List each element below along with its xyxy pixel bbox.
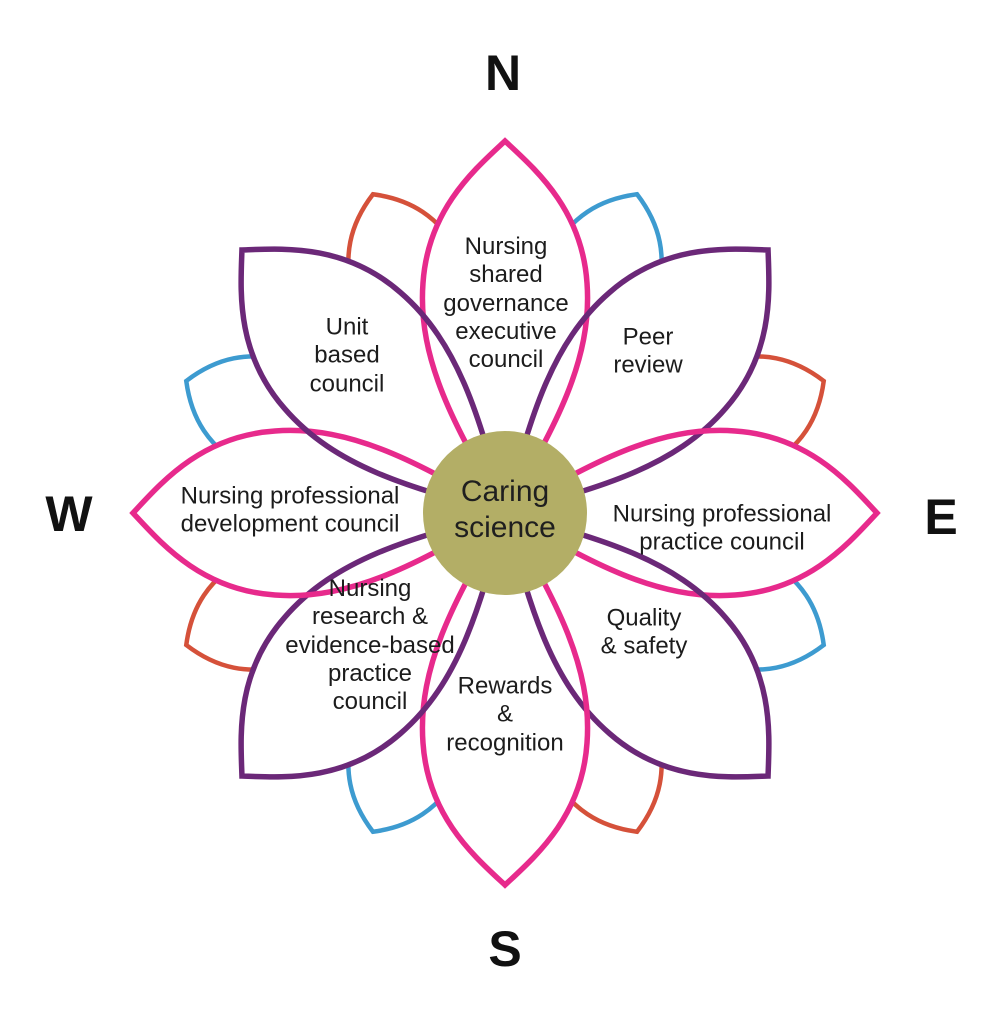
main-petal-fills <box>133 141 877 885</box>
compass-north: N <box>484 45 522 101</box>
compass-south: S <box>488 921 522 977</box>
petal-fill-southwest <box>241 513 505 777</box>
compass-east: E <box>924 489 958 545</box>
petal-outline-southeast <box>501 509 772 780</box>
petal-outline-west <box>129 427 511 599</box>
center-label: Caring science <box>454 475 556 544</box>
petal-outline-south <box>419 507 591 889</box>
petal-outline-northwest <box>238 246 509 517</box>
petal-fill-northwest <box>241 249 505 513</box>
petal-outline-north <box>419 137 591 519</box>
petal-outline-northeast <box>501 246 772 517</box>
petal-outline-east <box>499 427 881 599</box>
petal-fill-southeast <box>505 513 769 777</box>
petal-fill-northeast <box>505 249 769 513</box>
compass-west: W <box>45 486 93 542</box>
main-petal-outlines <box>129 137 881 889</box>
center-circle <box>423 431 587 595</box>
petal-outline-southwest <box>238 509 509 780</box>
